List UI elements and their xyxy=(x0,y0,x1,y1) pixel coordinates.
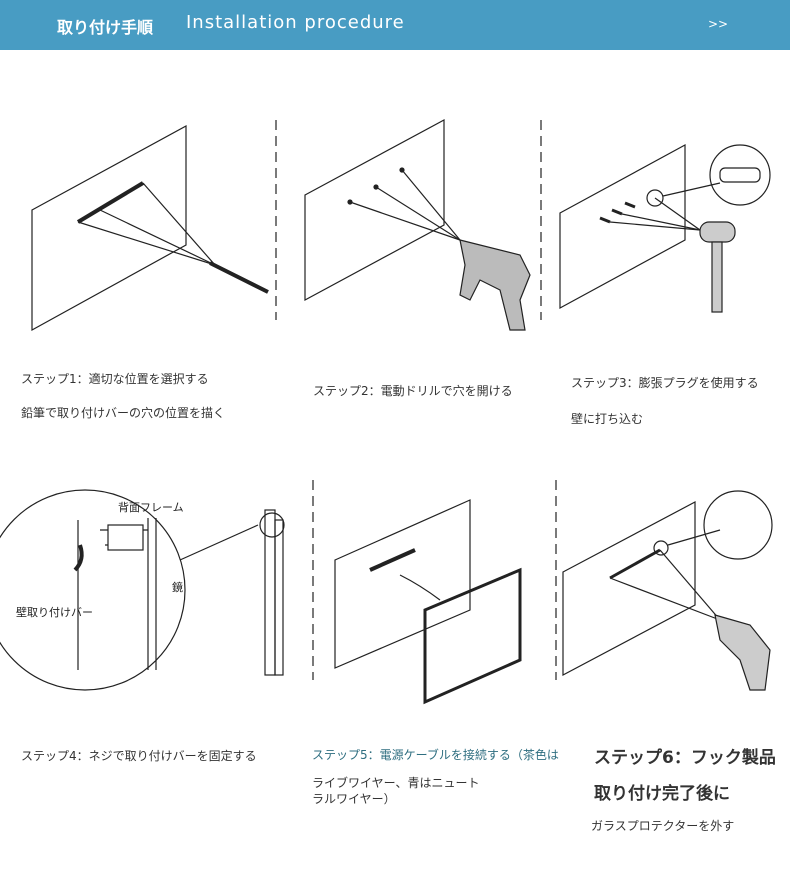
step4-illustration xyxy=(0,489,285,691)
step6-desc: ガラスプロテクターを外す xyxy=(591,819,735,833)
step5-desc2: ラルワイヤー） xyxy=(312,792,396,806)
header-title-en: Installation procedure xyxy=(186,12,405,33)
step3-title: ステップ3：膨張プラグを使用する xyxy=(571,376,759,390)
step5-desc1: ライブワイヤー、青はニュート xyxy=(312,776,480,790)
step1-illustration xyxy=(31,124,269,332)
more-link[interactable]: >> xyxy=(708,17,729,31)
step3-illustration xyxy=(559,143,771,313)
label-wall-bar: 壁取り付けバー xyxy=(16,606,93,619)
step2-title: ステップ2：電動ドリルで穴を開ける xyxy=(313,384,513,398)
step2-illustration xyxy=(304,118,531,331)
step6-title1: ステップ6：フック製品 xyxy=(594,748,776,768)
step5-illustration xyxy=(334,499,522,705)
step6-illustration xyxy=(562,490,773,691)
step1-title: ステップ1：適切な位置を選択する xyxy=(21,372,209,386)
step3-desc: 壁に打ち込む xyxy=(571,412,644,426)
step5-title: ステップ5：電源ケーブルを接続する（茶色は xyxy=(312,748,559,762)
label-mirror: 鏡 xyxy=(172,581,183,594)
step1-desc: 鉛筆で取り付けバーの穴の位置を描く xyxy=(21,406,226,420)
step4-title: ステップ4：ネジで取り付けバーを固定する xyxy=(21,749,257,763)
label-back-frame: 背面フレーム xyxy=(118,501,184,514)
step6-title2: 取り付け完了後に xyxy=(594,784,730,804)
header-title-jp: 取り付け手順 xyxy=(57,18,154,37)
header-bar: 取り付け手順 Installation procedure >> xyxy=(0,0,790,50)
